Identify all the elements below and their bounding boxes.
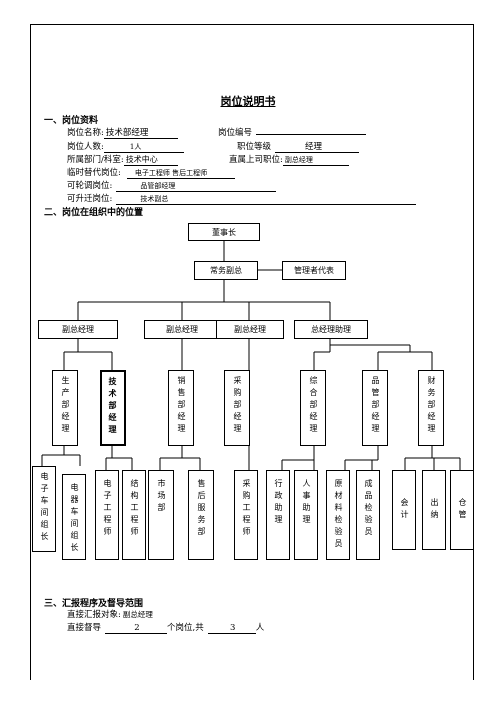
label: 可升迁岗位: xyxy=(67,194,113,204)
org-node-admin-assistant: 行政助理 xyxy=(266,470,290,560)
positions-count: 2 xyxy=(105,623,168,634)
org-node-general-mgr: 综合部经理 xyxy=(300,370,326,446)
row-position-code: 岗位编号 xyxy=(218,126,367,138)
org-node-production-mgr: 生产部经理 xyxy=(52,370,78,446)
org-node-vp-1: 副总经理 xyxy=(38,320,118,339)
section-reporting: 三、汇报程序及督导范围 xyxy=(44,599,144,609)
label: 财务部经理 xyxy=(427,376,436,436)
org-node-after-sales: 售后服务部 xyxy=(188,470,214,560)
org-node-sales-mgr: 销售部经理 xyxy=(168,370,194,446)
people-count: 3 xyxy=(207,623,256,634)
label: 电子车间组长 xyxy=(40,472,49,544)
org-node-electronic-engineer: 电子工程师 xyxy=(95,470,119,560)
label: 仓管 xyxy=(458,498,467,522)
page-title: 岗位说明书 xyxy=(220,95,276,108)
label: 技术部经理 xyxy=(108,377,118,437)
row-rotation: 可轮调岗位:品管部经理 xyxy=(67,179,277,192)
label: 行政助理 xyxy=(274,479,283,527)
row-direct-report: 直接汇报对象:副总经理 xyxy=(67,608,153,620)
label: 采购工程师 xyxy=(242,479,251,539)
label: 品管部经理 xyxy=(371,376,380,436)
value: 电子工程师 售后工程师 xyxy=(126,168,235,179)
org-node-vp-2: 副总经理 xyxy=(144,320,220,339)
value: 副总经理 xyxy=(122,610,153,619)
org-node-hr-assistant: 人事助理 xyxy=(294,470,318,560)
label: 市场部 xyxy=(157,479,166,515)
org-node-accountant: 会计 xyxy=(392,470,416,550)
value: 技术副总 xyxy=(116,194,417,205)
row-department: 所属部门/科室:技术中心 xyxy=(67,153,178,166)
label: 所属部门/科室: xyxy=(67,155,124,165)
label: 可轮调岗位: xyxy=(67,181,113,191)
org-node-purchase-mgr: 采购部经理 xyxy=(224,370,250,446)
org-node-chairman: 董事长 xyxy=(188,223,260,241)
label: 成品检验员 xyxy=(364,479,373,539)
label: 原材料检验员 xyxy=(334,479,343,551)
org-node-material-inspector: 原材料检验员 xyxy=(326,470,350,560)
value: 技术中心 xyxy=(123,154,178,166)
section-basic-info: 一、岗位资料 xyxy=(44,116,99,126)
org-node-warehouse: 仓管 xyxy=(450,470,474,550)
row-temp-substitute: 临时替代岗位: 电子工程师 售后工程师 xyxy=(67,166,235,179)
value: 副总经理 xyxy=(282,155,349,166)
org-node-vp-3: 副总经理 xyxy=(216,320,284,339)
label: 出纳 xyxy=(430,498,439,522)
value xyxy=(256,134,367,135)
value: 技术部经理 xyxy=(103,126,178,139)
page-frame xyxy=(30,24,474,680)
org-node-mgmt-rep: 管理者代表 xyxy=(282,261,346,280)
row-promotion: 可升迁岗位:技术副总 xyxy=(67,192,417,205)
org-node-purchase-engineer: 采购工程师 xyxy=(234,470,258,560)
org-node-marketing: 市场部 xyxy=(148,470,174,560)
value: 经理 xyxy=(275,140,360,153)
label: 岗位人数: xyxy=(67,142,104,152)
label: 电子工程师 xyxy=(103,479,112,539)
label: 直接汇报对象: xyxy=(67,610,121,620)
label-suffix: 人 xyxy=(255,623,265,633)
label: 临时替代岗位: xyxy=(67,168,121,178)
label: 直接督导 xyxy=(67,623,102,633)
value: 1人 xyxy=(103,142,184,153)
org-node-electronic-workshop-leader: 电子车间组长 xyxy=(32,466,56,552)
org-node-gm-assistant: 总经理助理 xyxy=(294,320,368,339)
org-node-product-inspector: 成品检验员 xyxy=(356,470,380,560)
label: 售后服务部 xyxy=(197,479,206,539)
org-node-tech-mgr-highlighted: 技术部经理 xyxy=(100,370,126,446)
label: 岗位编号 xyxy=(218,128,253,138)
row-headcount: 岗位人数:1人 xyxy=(67,140,184,153)
org-node-structure-engineer: 结构工程师 xyxy=(122,470,146,560)
label: 会计 xyxy=(400,498,409,522)
label: 直属上司职位: xyxy=(229,155,283,165)
label: 生产部经理 xyxy=(61,376,70,436)
row-superior: 直属上司职位:副总经理 xyxy=(229,153,349,166)
label: 结构工程师 xyxy=(130,479,139,539)
value: 品管部经理 xyxy=(116,181,277,192)
org-node-cashier: 出纳 xyxy=(422,470,446,550)
section-org-position: 二、岗位在组织中的位置 xyxy=(44,208,144,218)
row-grade: 职位等级经理 xyxy=(237,140,360,153)
org-node-finance-mgr: 财务部经理 xyxy=(418,370,444,446)
label: 电器车间组长 xyxy=(70,483,79,555)
org-node-electrical-workshop-leader: 电器车间组长 xyxy=(62,474,86,560)
label: 采购部经理 xyxy=(233,376,242,436)
org-node-qc-mgr: 品管部经理 xyxy=(362,370,388,446)
label: 销售部经理 xyxy=(177,376,186,436)
label: 综合部经理 xyxy=(309,376,318,436)
label: 职位等级 xyxy=(237,142,272,152)
label: 人事助理 xyxy=(302,479,311,527)
label-mid: 个岗位,共 xyxy=(167,623,204,633)
row-position-name: 岗位名称:技术部经理 xyxy=(67,126,178,139)
org-node-exec-vp: 常务副总 xyxy=(194,261,258,280)
label: 岗位名称: xyxy=(67,128,104,138)
